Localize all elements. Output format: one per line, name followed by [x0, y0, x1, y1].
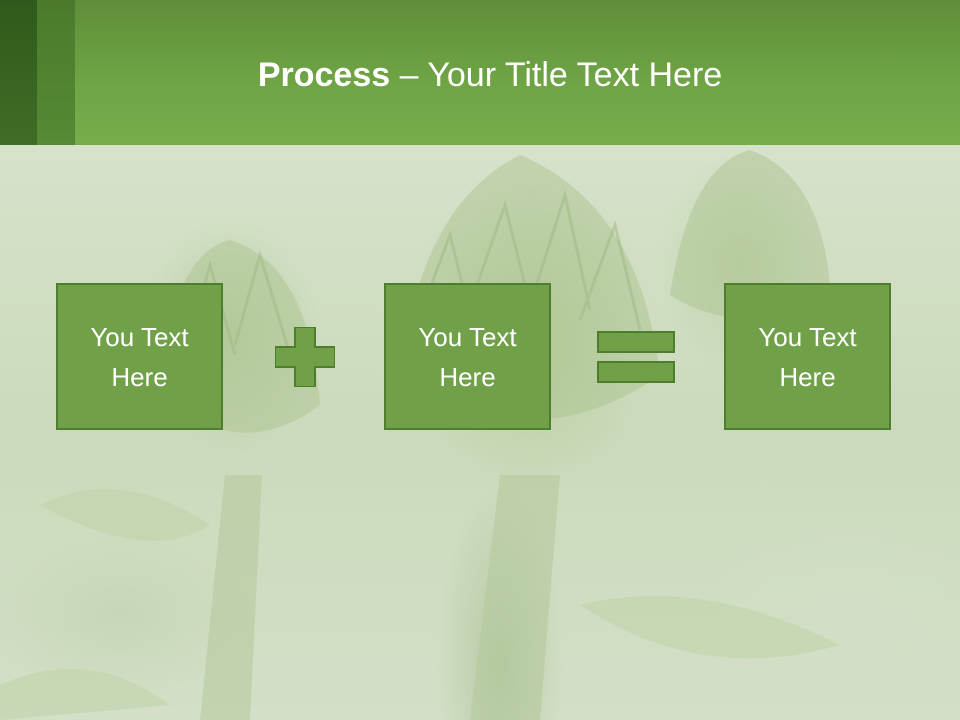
header-band: Process – Your Title Text Here [0, 0, 960, 145]
process-box-2-text: You Text Here [418, 321, 517, 392]
process-box-2[interactable]: You Text Here [384, 283, 551, 430]
slide-title[interactable]: Process – Your Title Text Here [75, 52, 905, 98]
process-box-1-text: You Text Here [90, 321, 189, 392]
slide-title-rest: – Your Title Text Here [390, 56, 723, 94]
equals-icon [597, 331, 675, 383]
plus-icon [275, 327, 335, 387]
slide-title-bold: Process [257, 56, 391, 94]
background-photo [0, 145, 960, 720]
process-box-1[interactable]: You Text Here [56, 283, 223, 430]
artichoke-illustration [0, 150, 840, 720]
process-box-3[interactable]: You Text Here [724, 283, 891, 430]
header-accent-dark [0, 0, 37, 145]
process-box-3-text: You Text Here [758, 321, 857, 392]
header-accent-medium [37, 0, 75, 145]
